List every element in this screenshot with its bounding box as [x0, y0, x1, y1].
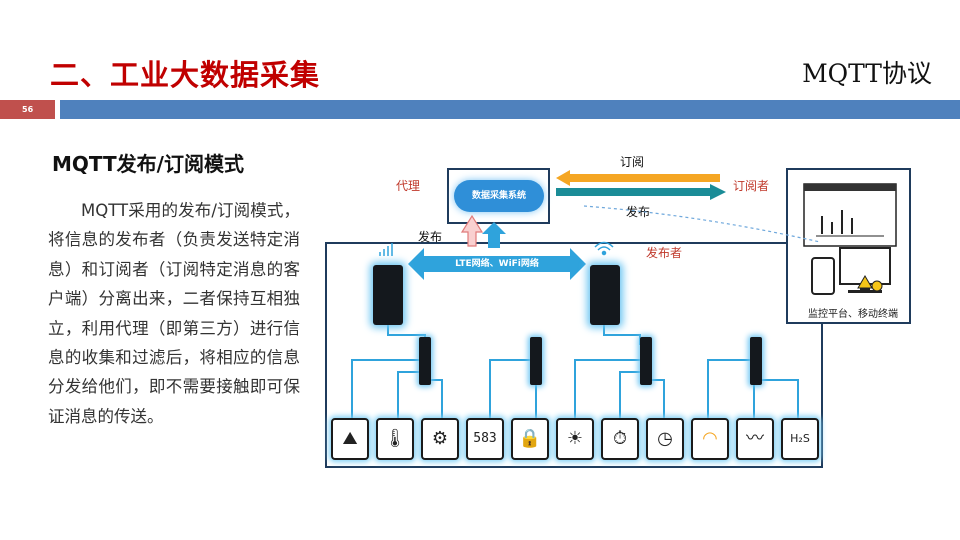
io-module-1: [419, 337, 431, 385]
vibration-icon: 〰: [736, 418, 774, 460]
thermometer-icon: 🌡: [376, 418, 414, 460]
industrial-switch-right: [590, 265, 620, 325]
body-paragraph: MQTT采用的发布/订阅模式，将信息的发布者（负责发送特定消息）和订阅者（订阅特…: [48, 201, 300, 426]
io-module-2: [530, 337, 542, 385]
header-rule: [60, 100, 960, 119]
monitor-illustration: [803, 183, 897, 295]
proxy-label: 代理: [396, 179, 421, 193]
lock-icon: 🔒: [511, 418, 549, 460]
wifi-icon: [594, 241, 614, 256]
publish-arrow: [556, 184, 726, 200]
publisher-label: 发布者: [646, 246, 683, 260]
dashed-link: [583, 205, 821, 243]
publish-label-left: 发布: [418, 230, 443, 244]
publish-label-right: 发布: [626, 205, 651, 219]
clock-dial-icon: ◷: [646, 418, 684, 460]
monitor-box: [786, 168, 911, 324]
slide-title: 二、工业大数据采集: [50, 58, 321, 92]
solar-panel-icon: ☀: [556, 418, 594, 460]
network-up-arrow: [482, 222, 506, 248]
gas-h2s-icon: H₂S: [781, 418, 819, 460]
section-subhead: MQTT发布/订阅模式: [52, 152, 244, 176]
subscribe-arrow: [556, 170, 720, 186]
gauge-icon: ◠: [691, 418, 729, 460]
stopwatch-icon: ⏱: [601, 418, 639, 460]
subscriber-label: 订阅者: [733, 179, 770, 193]
gear-sensor-icon: ⚙: [421, 418, 459, 460]
io-module-3: [640, 337, 652, 385]
page-number-badge: 56: [0, 100, 55, 119]
industrial-switch-left: [373, 265, 403, 325]
publish-up-arrow: [460, 214, 484, 247]
io-module-4: [750, 337, 762, 385]
subscribe-label: 订阅: [620, 155, 645, 169]
terrain-sensor-icon: ⛰: [331, 418, 369, 460]
lte-double-arrow: [408, 248, 586, 280]
counter-icon: 583: [466, 418, 504, 460]
network-label: LTE网络、WiFi网络: [455, 259, 539, 269]
slide-topic: MQTT协议: [802, 59, 932, 88]
monitor-label: 监控平台、移动终端: [808, 309, 898, 320]
signal-icon: [379, 243, 393, 256]
